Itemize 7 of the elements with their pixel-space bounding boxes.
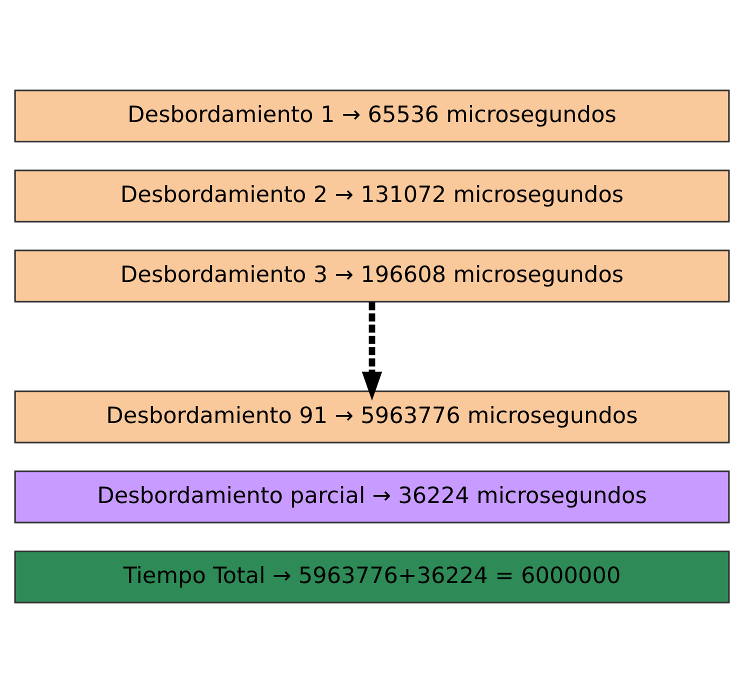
node-box: Tiempo Total → 5963776+36224 = 6000000 [14, 550, 730, 604]
node-box: Desbordamiento 2 → 131072 microsegundos [14, 170, 730, 222]
node-box: Desbordamiento 1 → 65536 microsegundos [14, 90, 730, 142]
node-box: Desbordamiento 3 → 196608 microsegundos [14, 250, 730, 302]
node-box: Desbordamiento parcial → 36224 microsegundos [14, 470, 730, 524]
node-box: Desbordamiento 91 → 5963776 microsegundos [14, 390, 730, 444]
arrow [362, 302, 382, 401]
